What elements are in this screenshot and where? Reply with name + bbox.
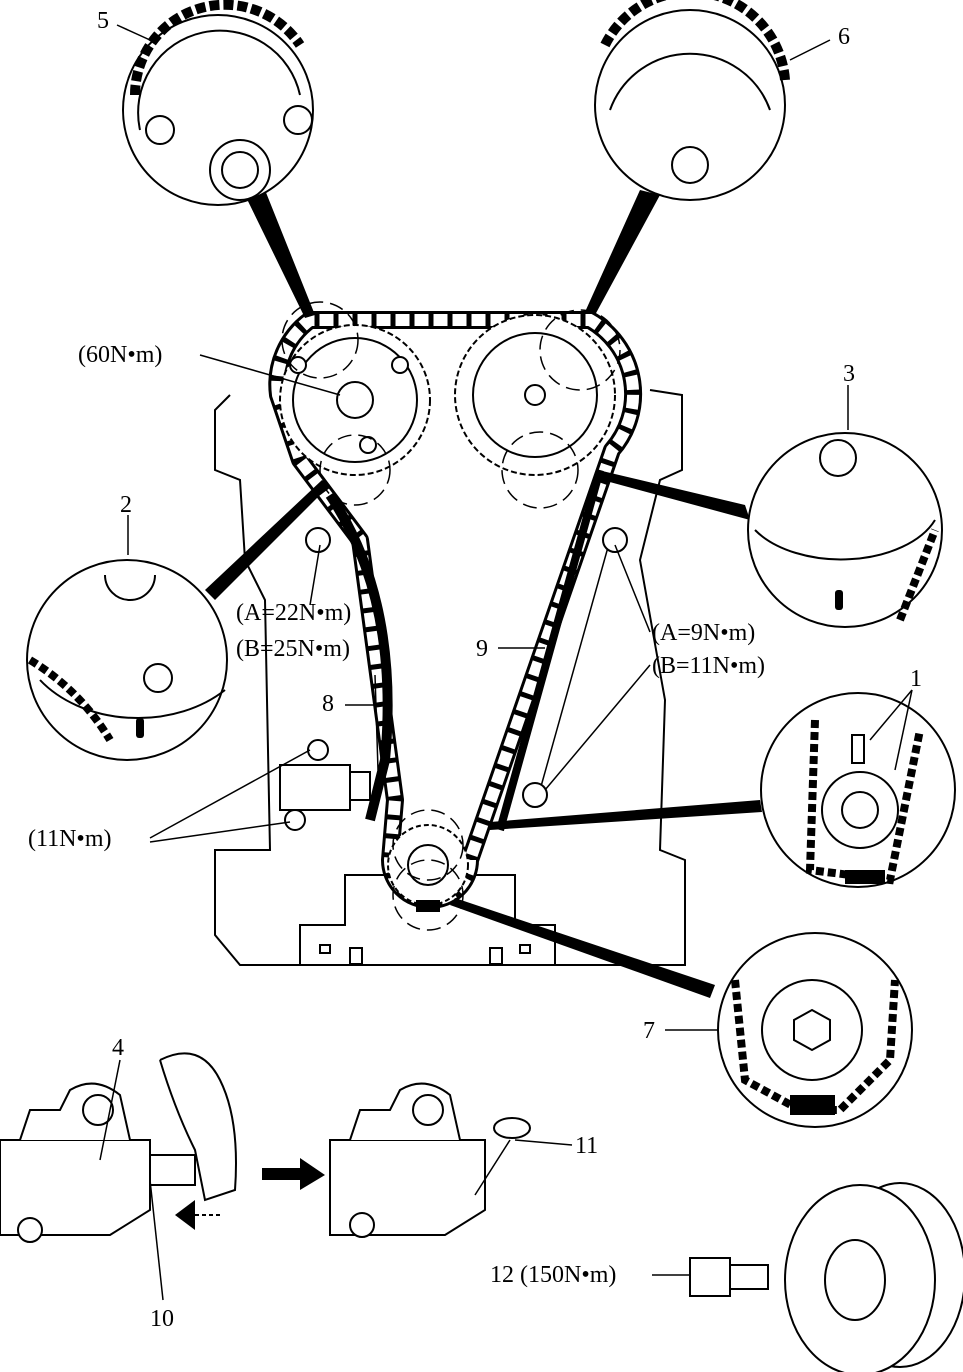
label-6: 6 — [838, 24, 850, 50]
detail-view-3 — [747, 432, 943, 628]
label-guide-right-a: (A=9N•m) — [652, 620, 755, 646]
zoom-wedges — [205, 190, 762, 998]
label-1: 1 — [910, 666, 922, 692]
chain-guide-right — [496, 468, 604, 832]
detail-view-1 — [760, 692, 956, 888]
chain-tensioner — [279, 739, 371, 831]
label-5: 5 — [97, 8, 109, 34]
leader-lines — [99, 24, 913, 1301]
detail-view-5 — [122, 0, 314, 206]
detail-view-7 — [717, 932, 913, 1128]
label-guide-left-a: (A=22N•m) — [236, 600, 351, 626]
intake-cam-sprocket — [279, 324, 431, 476]
crank-sprocket — [387, 824, 469, 912]
label-4: 4 — [112, 1035, 124, 1061]
label-guide-right-b: (B=11N•m) — [652, 653, 765, 679]
crank-bolt — [689, 1257, 769, 1297]
label-crank-bolt: 12 (150N•m) — [490, 1262, 616, 1288]
label-2: 2 — [120, 492, 132, 518]
exhaust-cam-sprocket — [454, 314, 616, 476]
label-8: 8 — [322, 691, 334, 717]
label-11: 11 — [575, 1133, 598, 1159]
detail-view-2 — [26, 559, 228, 761]
callout-markers — [281, 301, 621, 931]
crank-pulley — [784, 1182, 963, 1372]
chain-guide-left — [325, 492, 393, 822]
label-9: 9 — [476, 636, 488, 662]
timing-chain-links — [271, 314, 640, 906]
label-3: 3 — [843, 361, 855, 387]
arrow-right — [262, 1158, 325, 1190]
guide-bolts — [305, 527, 628, 808]
label-tensioner-torque: (11N•m) — [28, 826, 112, 852]
label-cam-bolt-torque: (60N•m) — [78, 342, 162, 368]
label-guide-left-b: (B=25N•m) — [236, 636, 350, 662]
tensioner-released — [329, 1082, 531, 1238]
engine-block-outline — [214, 389, 686, 966]
label-7: 7 — [643, 1018, 655, 1044]
cover-bolts — [319, 944, 531, 965]
tensioner-compressed — [0, 1052, 237, 1243]
detail-view-6 — [594, 0, 790, 201]
label-10: 10 — [150, 1306, 174, 1332]
